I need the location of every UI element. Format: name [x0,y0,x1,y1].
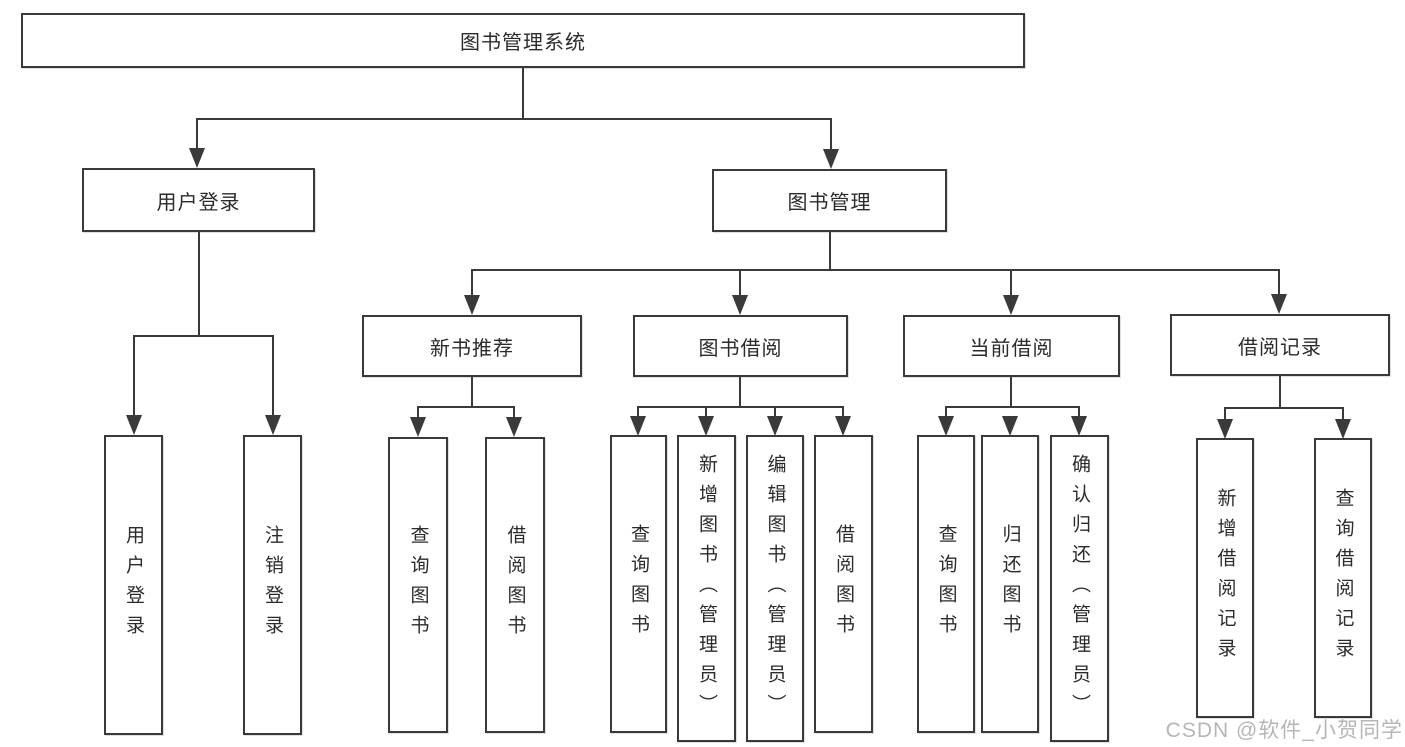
leaf-query-books-borrow: 查询图书 [610,435,667,733]
arrow-down-icon [189,148,205,168]
arrow-down-icon [1002,416,1018,436]
arrow-down-icon [126,415,142,435]
connector-line [522,68,524,119]
leaf-borrow-books: 借阅图书 [814,435,873,733]
connector-line [739,269,741,297]
connector-line [637,406,639,418]
leaf-query-borrow-record: 查询借阅记录 [1314,438,1372,718]
connector-line [774,406,776,418]
leaf-logout: 注销登录 [243,435,302,735]
leaf-query-books-current-label: 查询图书 [935,524,957,644]
leaf-borrow-books-recommend: 借阅图书 [485,437,545,733]
node-root: 图书管理系统 [21,13,1025,68]
leaf-query-books-recommend: 查询图书 [388,437,448,733]
arrow-down-icon [1271,294,1287,314]
leaf-add-borrow-record: 新增借阅记录 [1196,438,1254,718]
leaf-confirm-return-admin-label: 确认归还（管理员） [1069,453,1090,724]
connector-line [198,232,200,336]
node-current-borrow: 当前借阅 [903,315,1120,377]
leaf-borrow-books-label: 借阅图书 [833,524,854,644]
node-book-management: 图书管理 [712,169,947,232]
leaf-user-login-label: 用户登录 [123,525,144,645]
connector-line [1010,269,1012,297]
arrow-down-icon [1071,416,1087,436]
leaf-add-books-admin-label: 新增图书（管理员） [696,453,717,724]
leaf-query-books-borrow-label: 查询图书 [628,524,649,644]
connector-line [417,406,419,418]
leaf-return-books: 归还图书 [981,435,1039,733]
node-current-borrow-label: 当前借阅 [969,337,1054,360]
node-new-book-recommend-label: 新书推荐 [430,337,514,360]
connector-line [829,232,831,271]
connector-line [197,118,832,120]
connector-line [513,406,515,418]
arrow-down-icon [1217,419,1233,439]
leaf-edit-books-admin: 编辑图书（管理员） [746,435,804,742]
connector-line [471,377,473,407]
arrow-down-icon [698,416,714,436]
arrow-down-icon [506,417,522,437]
leaf-user-login: 用户登录 [104,435,163,735]
connector-line [1010,377,1012,407]
node-borrow-records-label: 借阅记录 [1238,336,1322,359]
connector-line [196,118,198,150]
connector-line [945,406,947,418]
arrow-down-icon [823,149,839,169]
node-book-borrow: 图书借阅 [633,315,848,377]
node-new-book-recommend: 新书推荐 [362,315,582,377]
leaf-logout-label: 注销登录 [262,525,283,645]
connector-line [133,335,274,337]
node-book-management-label: 图书管理 [787,192,872,214]
node-book-borrow-label: 图书借阅 [698,337,783,360]
arrow-down-icon [410,417,426,437]
connector-line [830,118,832,150]
node-user-login-label: 用户登录 [156,191,241,214]
connector-line [471,269,1280,271]
arrow-down-icon [1003,295,1019,315]
connector-line [842,406,844,418]
leaf-borrow-books-recommend-label: 借阅图书 [504,525,526,645]
csdn-watermark: CSDN @软件_小贺同学 [1165,719,1403,742]
connector-line [133,335,135,417]
connector-line [1224,407,1226,421]
leaf-add-books-admin: 新增图书（管理员） [677,435,736,742]
connector-line [1342,407,1344,421]
arrow-down-icon [835,416,851,436]
connector-line [471,269,473,297]
arrow-down-icon [1335,419,1351,439]
arrow-down-icon [630,416,646,436]
leaf-return-books-label: 归还图书 [999,524,1021,644]
connector-line [637,406,844,408]
arrow-down-icon [767,416,783,436]
connector-line [705,406,707,418]
leaf-edit-books-admin-label: 编辑图书（管理员） [764,453,786,724]
leaf-add-borrow-record-label: 新增借阅记录 [1214,488,1236,668]
arrow-down-icon [464,295,480,315]
connector-line [739,377,741,407]
leaf-query-borrow-record-label: 查询借阅记录 [1332,488,1354,668]
connector-line [1224,407,1344,409]
arrow-down-icon [938,416,954,436]
connector-line [1078,406,1080,418]
node-user-login: 用户登录 [82,168,315,232]
connector-line [1278,269,1280,297]
connector-line [1279,376,1281,409]
arrow-down-icon [265,415,281,435]
connector-line [945,406,1080,408]
arrow-down-icon [732,295,748,315]
connector-line [417,406,515,408]
connector-line [272,335,274,417]
node-borrow-records: 借阅记录 [1170,314,1390,376]
node-root-label: 图书管理系统 [460,32,586,54]
leaf-query-books-current: 查询图书 [917,435,975,733]
leaf-confirm-return-admin: 确认归还（管理员） [1050,435,1109,742]
leaf-query-books-recommend-label: 查询图书 [407,525,429,645]
